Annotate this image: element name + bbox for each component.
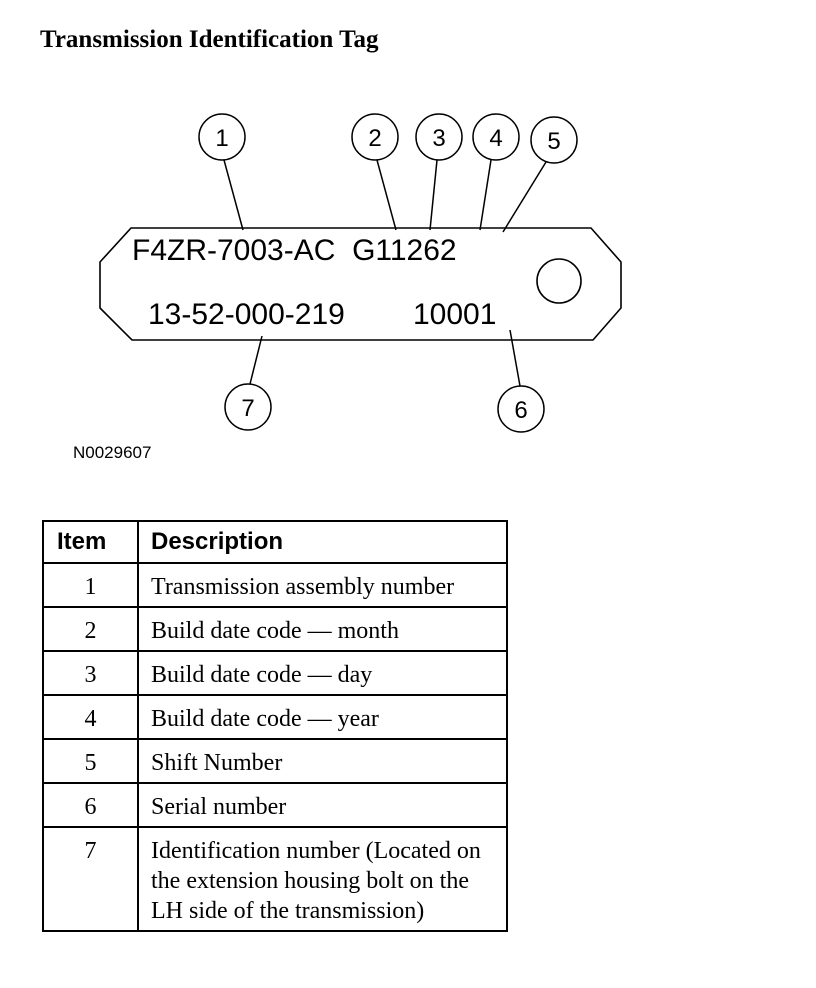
transmission-tag-illustration: F4ZR-7003-AC G11262 13-52-000-219 10001 … bbox=[99, 113, 622, 433]
item-number: 3 bbox=[42, 650, 139, 696]
item-description: Identification number (Located on the ex… bbox=[137, 826, 508, 932]
callout-1-label: 1 bbox=[215, 125, 228, 152]
table-row: 4 Build date code — year bbox=[42, 694, 508, 740]
callout-3-label: 3 bbox=[432, 125, 445, 152]
callout-2: 2 bbox=[351, 113, 399, 161]
item-number: 5 bbox=[42, 738, 139, 784]
item-number: 2 bbox=[42, 606, 139, 652]
tag-line-2-left: 13-52-000-219 bbox=[148, 298, 345, 331]
tag-line-2-right: 10001 bbox=[413, 298, 496, 331]
leader-line-4 bbox=[479, 159, 492, 231]
table-row: 5 Shift Number bbox=[42, 738, 508, 784]
tag-plate bbox=[99, 227, 622, 341]
leader-line-7 bbox=[249, 335, 263, 385]
item-number: 6 bbox=[42, 782, 139, 828]
item-description: Serial number bbox=[137, 782, 508, 828]
item-description-table: Item Description 1 Transmission assembly… bbox=[42, 520, 508, 932]
callout-1: 1 bbox=[198, 113, 246, 161]
tag-line-1: F4ZR-7003-AC G11262 bbox=[132, 234, 457, 267]
item-description: Shift Number bbox=[137, 738, 508, 784]
leader-lines bbox=[223, 159, 547, 387]
figure-id: N0029607 bbox=[73, 443, 152, 462]
leader-line-5 bbox=[502, 161, 547, 233]
leader-line-3 bbox=[429, 159, 438, 231]
column-header-description: Description bbox=[137, 520, 508, 564]
callout-4-label: 4 bbox=[489, 125, 502, 152]
item-description: Build date code — day bbox=[137, 650, 508, 696]
table-row: 6 Serial number bbox=[42, 782, 508, 828]
callout-4: 4 bbox=[472, 113, 520, 161]
callout-6-label: 6 bbox=[514, 397, 527, 424]
leader-line-6 bbox=[509, 329, 521, 387]
table-row: 7 Identification number (Located on the … bbox=[42, 826, 508, 932]
item-number: 1 bbox=[42, 562, 139, 608]
callout-3: 3 bbox=[415, 113, 463, 161]
item-number: 4 bbox=[42, 694, 139, 740]
callout-5: 5 bbox=[530, 116, 578, 164]
callout-5-label: 5 bbox=[547, 128, 560, 155]
tag-mounting-hole bbox=[536, 258, 582, 304]
item-description: Build date code — year bbox=[137, 694, 508, 740]
table-row: 2 Build date code — month bbox=[42, 606, 508, 652]
callout-7: 7 bbox=[224, 383, 272, 431]
table-row: 3 Build date code — day bbox=[42, 650, 508, 696]
page-title: Transmission Identification Tag bbox=[40, 26, 379, 53]
item-description: Transmission assembly number bbox=[137, 562, 508, 608]
table-header-row: Item Description bbox=[42, 520, 508, 564]
leader-line-1 bbox=[223, 159, 244, 231]
leader-line-2 bbox=[376, 159, 397, 231]
callout-7-label: 7 bbox=[241, 395, 254, 422]
callout-6: 6 bbox=[497, 385, 545, 433]
callout-2-label: 2 bbox=[368, 125, 381, 152]
item-number: 7 bbox=[42, 826, 139, 932]
item-description: Build date code — month bbox=[137, 606, 508, 652]
table-row: 1 Transmission assembly number bbox=[42, 562, 508, 608]
column-header-item: Item bbox=[42, 520, 139, 564]
